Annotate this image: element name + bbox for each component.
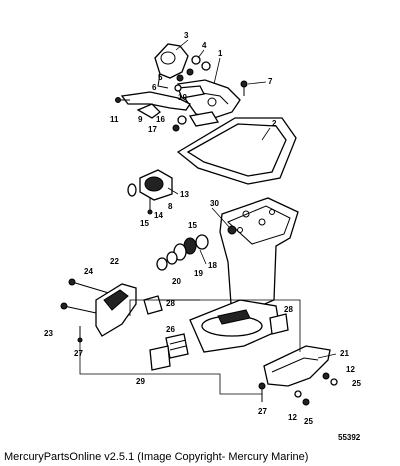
callout-27a: 27: [74, 349, 83, 358]
callout-7: 7: [268, 77, 273, 86]
rubber-mount: [127, 169, 173, 215]
callout-28a: 28: [166, 299, 175, 308]
callout-4: 4: [202, 41, 207, 50]
callout-30: 30: [210, 199, 219, 208]
driveshaft-housing: [189, 197, 299, 353]
callout-15b: 15: [188, 221, 197, 230]
assembly-guide-lines: [79, 299, 301, 395]
callout-8: 8: [168, 202, 173, 211]
callout-25b: 25: [304, 417, 313, 426]
callout-28b: 28: [284, 305, 293, 314]
lower-right-bracket: [258, 345, 338, 406]
callout-2: 2: [272, 119, 277, 128]
rubber-pads: [143, 295, 289, 371]
callout-27b: 27: [258, 407, 267, 416]
callout-12b: 12: [288, 413, 297, 422]
lower-mount-stack: [156, 234, 209, 271]
callout-leaders: [167, 39, 337, 359]
callout-3: 3: [184, 31, 189, 40]
copyright-caption: MercuryPartsOnline v2.5.1 (Image Copyrig…: [4, 451, 309, 463]
callout-22: 22: [110, 257, 119, 266]
callout-21: 21: [340, 349, 349, 358]
callout-12a: 12: [346, 365, 355, 374]
callout-13: 13: [180, 190, 189, 199]
callout-labels: 3 4 1 5 6 7 10 11 9 16 17 2 13 8 14 15 3…: [44, 31, 361, 426]
callout-26: 26: [166, 325, 175, 334]
gasket: [176, 117, 297, 185]
callout-20: 20: [172, 277, 181, 286]
callout-29: 29: [136, 377, 145, 386]
callout-15a: 15: [140, 219, 149, 228]
callout-6: 6: [152, 83, 157, 92]
figure-number: 55392: [338, 433, 361, 442]
callout-18: 18: [208, 261, 217, 270]
callout-19: 19: [194, 269, 203, 278]
callout-10: 10: [178, 93, 187, 102]
callout-17: 17: [148, 125, 157, 134]
callout-24: 24: [84, 267, 93, 276]
lower-left-bracket: [60, 278, 137, 343]
callout-1: 1: [218, 49, 223, 58]
callout-9: 9: [138, 115, 143, 124]
callout-25a: 25: [352, 379, 361, 388]
callout-23: 23: [44, 329, 53, 338]
callout-14: 14: [154, 211, 163, 220]
callout-11: 11: [110, 115, 119, 124]
callout-5: 5: [158, 73, 163, 82]
callout-16: 16: [156, 115, 165, 124]
top-bracket-assembly: [115, 43, 248, 132]
